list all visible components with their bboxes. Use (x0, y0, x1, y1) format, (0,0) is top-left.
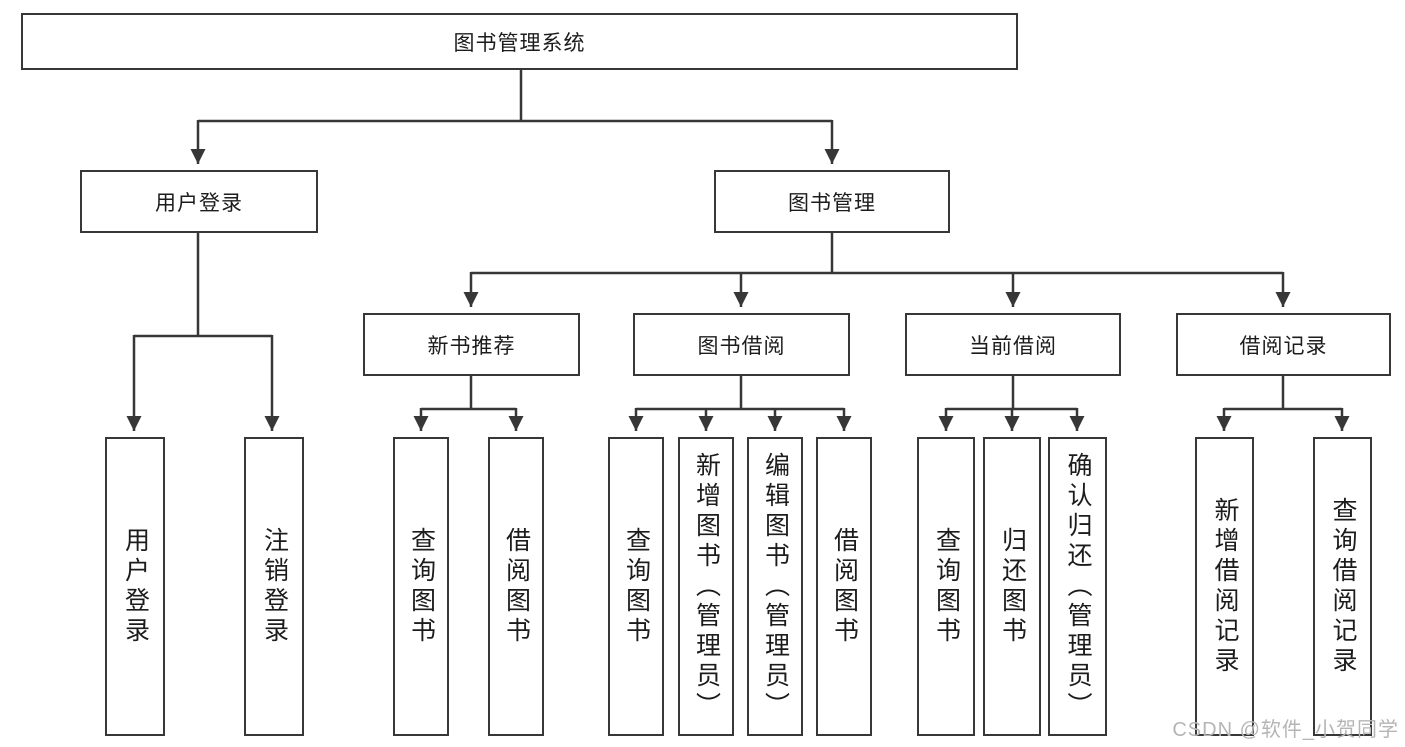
node-book-management-module: 图书管理 (714, 170, 950, 233)
node-label: 图书借阅 (697, 334, 786, 358)
leaf-label: 新增图书（管理员） (692, 451, 721, 722)
leaf-label: 查询图书 (622, 526, 651, 647)
node-current-borrowing: 当前借阅 (905, 313, 1121, 376)
leaf-borrow-books: 借阅图书 (816, 437, 872, 736)
leaf-add-book-admin: 新增图书（管理员） (678, 437, 734, 736)
leaf-query-books-borrow: 查询图书 (608, 437, 664, 736)
node-borrow-records: 借阅记录 (1176, 313, 1391, 376)
node-label: 图书管理 (788, 191, 876, 215)
node-book-borrowing: 图书借阅 (633, 313, 850, 376)
leaf-edit-book-admin: 编辑图书（管理员） (747, 437, 803, 736)
leaf-label: 新增借阅记录 (1211, 496, 1239, 677)
node-label: 新书推荐 (427, 334, 516, 358)
leaf-label: 编辑图书（管理员） (761, 451, 790, 722)
node-label: 用户登录 (155, 191, 243, 215)
leaf-label: 确认归还（管理员） (1064, 451, 1092, 722)
leaf-add-borrow-record: 新增借阅记录 (1195, 437, 1254, 736)
leaf-label: 查询图书 (932, 526, 961, 647)
node-label: 图书管理系统 (453, 31, 586, 55)
leaf-borrow-books-recommend: 借阅图书 (488, 437, 544, 736)
leaf-confirm-return-admin: 确认归还（管理员） (1048, 437, 1107, 736)
leaf-label: 归还图书 (998, 526, 1027, 647)
leaf-query-books-current: 查询图书 (917, 437, 975, 736)
leaf-label: 用户登录 (121, 526, 150, 647)
leaf-label: 查询借阅记录 (1329, 496, 1357, 677)
node-label: 借阅记录 (1239, 334, 1328, 358)
csdn-watermark: CSDN @软件_小贺同学 (1172, 719, 1399, 741)
leaf-label: 注销登录 (260, 526, 289, 647)
leaf-return-book: 归还图书 (983, 437, 1041, 736)
node-user-login-module: 用户登录 (80, 170, 318, 233)
leaf-query-books-recommend: 查询图书 (393, 437, 449, 736)
leaf-label: 查询图书 (407, 526, 436, 647)
leaf-user-login: 用户登录 (105, 437, 165, 736)
node-new-book-recommend: 新书推荐 (363, 313, 580, 376)
leaf-query-borrow-record: 查询借阅记录 (1313, 437, 1372, 736)
leaf-logout: 注销登录 (244, 437, 304, 736)
leaf-label: 借阅图书 (830, 526, 859, 647)
node-label: 当前借阅 (969, 334, 1057, 358)
leaf-label: 借阅图书 (502, 526, 531, 647)
node-library-management-system: 图书管理系统 (21, 13, 1018, 70)
